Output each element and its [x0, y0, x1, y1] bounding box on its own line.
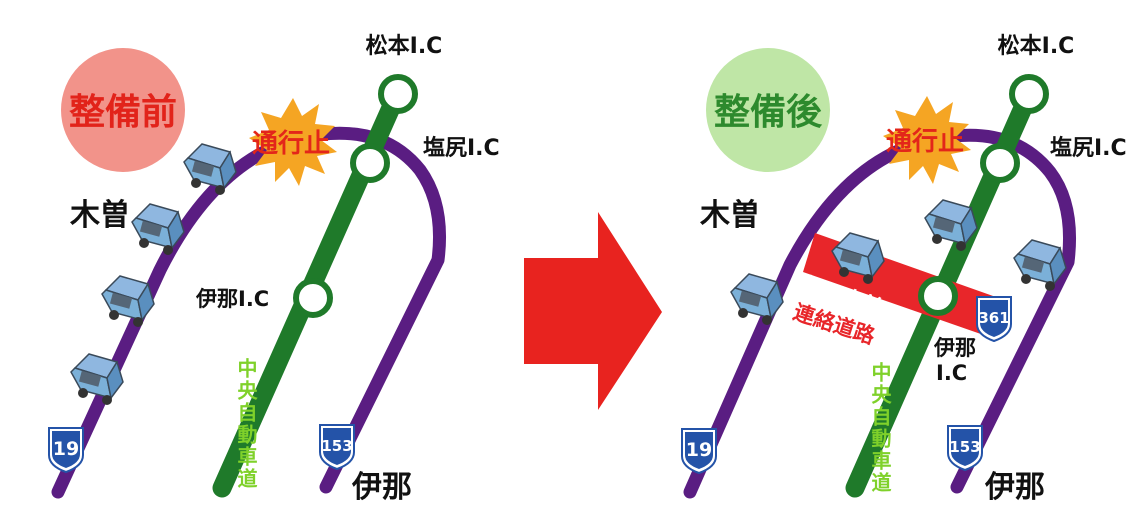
before-route-153: 153: [321, 437, 352, 455]
national-route-shield-icon: 153: [319, 424, 355, 470]
before-ic-ina: 伊那I.C: [195, 287, 269, 311]
after-region-ina: 伊那: [984, 470, 1045, 505]
interchange-ring-icon: [1009, 74, 1049, 114]
before-region-kiso: 木曽: [69, 198, 130, 233]
before-closure-label: 通行止: [252, 128, 330, 159]
before-ic-shiojiri: 塩尻I.C: [423, 135, 500, 161]
before-panel: 整備前 通行止 松本I.C 塩尻I.C 伊那I.C 木曽 伊那 中央自動車道 1…: [48, 34, 500, 505]
route-19-before: [51, 126, 447, 499]
after-expressway-name: 中央自動車道: [868, 361, 892, 494]
before-badge: 整備前: [69, 92, 177, 133]
interchange-ring-icon: [350, 143, 390, 183]
before-badge-circle: [61, 48, 185, 172]
before-route-19: 19: [53, 438, 79, 460]
after-route-19: 19: [686, 439, 712, 461]
after-route-361: 361: [978, 309, 1009, 327]
before-region-ina: 伊那: [351, 470, 412, 505]
after-closure-label: 通行止: [886, 126, 964, 157]
after-badge-circle: [706, 48, 830, 172]
after-ic-matsumoto: 松本I.C: [998, 34, 1075, 59]
national-route-shield-icon: 19: [48, 427, 84, 473]
closure-burst-icon: 通行止: [883, 96, 971, 184]
interchange-ring-icon: [980, 143, 1020, 183]
after-panel: 伊那木曽 連絡道路 整備後 通行止 松本I.C 塩尻I.C 伊那 I.C 木曽 …: [681, 34, 1127, 505]
closure-burst-icon: 通行止: [249, 98, 337, 186]
national-route-shield-icon: 361: [976, 296, 1012, 342]
interchange-ring-icon: [293, 278, 333, 318]
after-ic-ina-line1: 伊那: [933, 336, 976, 360]
national-route-shield-icon: 19: [681, 428, 717, 474]
after-region-kiso: 木曽: [699, 198, 760, 233]
after-route-153: 153: [949, 438, 980, 456]
after-ic-shiojiri: 塩尻I.C: [1050, 135, 1127, 161]
before-expressway-name: 中央自動車道: [234, 357, 258, 490]
national-route-shield-icon: 153: [947, 425, 983, 471]
arrow-right-icon: [524, 212, 662, 410]
after-badge: 整備後: [714, 92, 823, 133]
truck-icon: [101, 275, 155, 328]
interchange-ring-icon: [918, 276, 958, 316]
after-ic-ina-line2: I.C: [936, 361, 967, 385]
truck-icon: [730, 273, 784, 326]
interchange-ring-icon: [378, 74, 418, 114]
route-19-after: [683, 128, 1077, 499]
before-ic-matsumoto: 松本I.C: [366, 34, 443, 59]
